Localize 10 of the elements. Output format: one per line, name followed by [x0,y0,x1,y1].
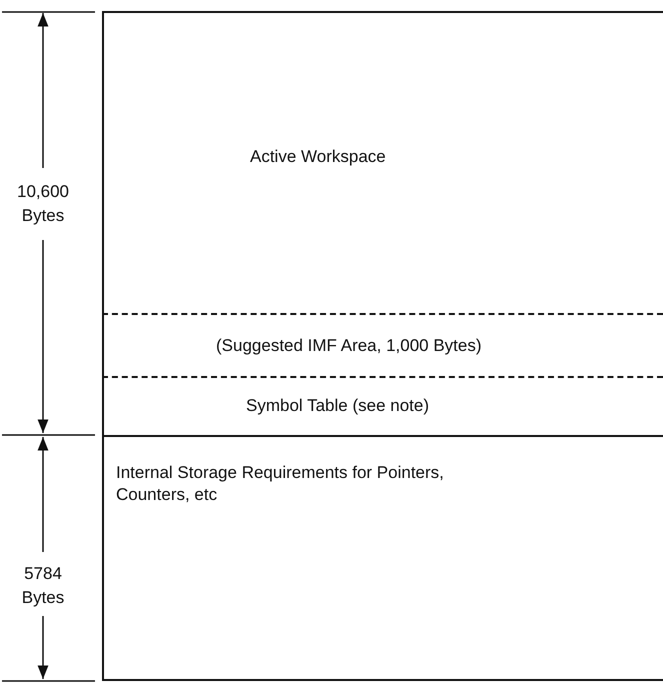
memory-region [102,435,663,681]
region-label: Active Workspace [250,146,387,168]
memory-region [102,376,663,435]
region-label: Symbol Table (see note) [246,395,430,417]
region-label: Internal Storage Requirements for Pointers, Counters, etc [116,462,445,506]
dimension-label: 10,600 Bytes [16,181,70,227]
dimension-label: 5784 Bytes [20,563,66,609]
memory-region [102,11,663,313]
memory-region [102,313,663,376]
region-label: (Suggested IMF Area, 1,000 Bytes) [216,335,483,357]
